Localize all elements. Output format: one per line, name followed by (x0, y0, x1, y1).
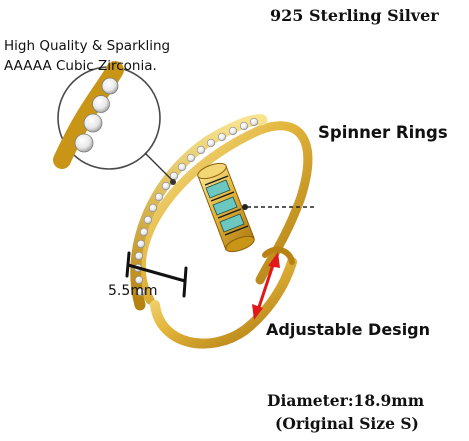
zoom-leader-dot (170, 179, 176, 185)
width-dimension (125, 251, 188, 298)
spinner-label: Spinner Rings (318, 123, 448, 142)
adjustable-label: Adjustable Design (266, 320, 431, 339)
pave-stones (133, 117, 259, 297)
quality-label-line2: AAAAA Cubic Zirconia. (4, 58, 157, 74)
material-label: 925 Sterling Silver (270, 6, 439, 25)
ring-band-back (136, 121, 313, 305)
adjust-arrow (252, 252, 280, 320)
turquoise-bands (205, 179, 245, 233)
size-label: (Original Size S) (275, 414, 419, 433)
ring-open-end (262, 246, 295, 265)
diameter-label: Diameter:18.9mm (267, 391, 425, 410)
ring-band-lower (150, 257, 297, 349)
width-label: 5.5mm (108, 283, 158, 299)
zoom-detail (53, 61, 161, 170)
quality-label-line1: High Quality & Sparkling (4, 38, 171, 54)
zoom-leader-line (144, 152, 174, 182)
spinner-leader-dot (242, 204, 248, 210)
spinner-barrel (197, 162, 255, 253)
